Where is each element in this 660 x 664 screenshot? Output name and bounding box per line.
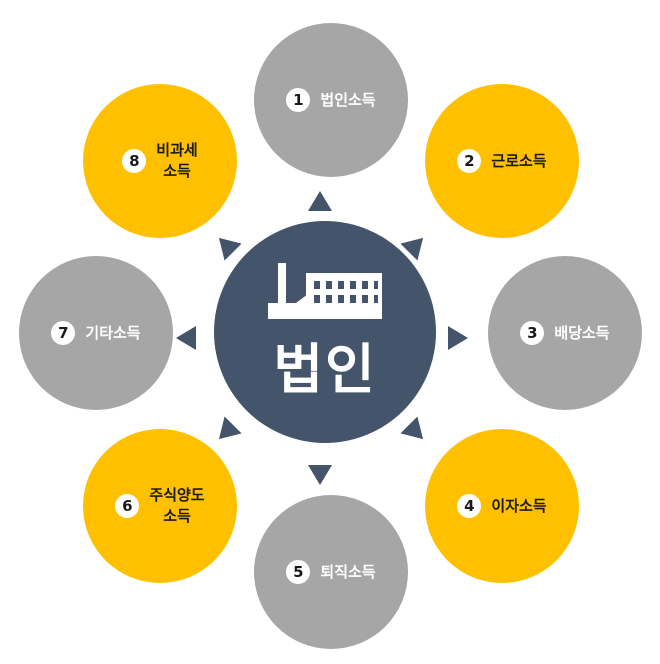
item-1-circle: 1 법인소득 <box>254 23 408 177</box>
center-label: 법인 <box>273 337 377 401</box>
item-label: 퇴직소득 <box>320 562 376 581</box>
arrow-down-right <box>400 416 432 448</box>
arrow-down <box>308 465 332 485</box>
item-number: 4 <box>457 494 482 518</box>
item-label: 기타소득 <box>85 323 141 342</box>
arrow-up-left <box>210 229 242 261</box>
item-3-circle: 3 배당소득 <box>488 256 642 410</box>
item-number: 6 <box>115 494 140 518</box>
item-8-circle: 8 비과세 소득 <box>83 84 237 238</box>
item-label: 법인소득 <box>320 90 376 109</box>
center-circle: 법인 <box>214 221 436 443</box>
arrow-up <box>308 191 332 211</box>
item-number: 8 <box>122 149 147 173</box>
item-label: 주식양도 소득 <box>149 486 205 525</box>
item-label: 근로소득 <box>491 151 547 170</box>
item-number: 3 <box>520 321 545 345</box>
item-label: 비과세 소득 <box>156 141 198 180</box>
item-number: 1 <box>286 88 311 112</box>
item-label: 이자소득 <box>491 496 547 515</box>
arrow-right <box>448 326 468 350</box>
item-number: 5 <box>286 560 311 584</box>
item-5-circle: 5 퇴직소득 <box>254 495 408 649</box>
factory-icon <box>268 262 382 319</box>
arrow-down-left <box>210 416 242 448</box>
item-label: 배당소득 <box>554 323 610 342</box>
item-6-circle: 6 주식양도 소득 <box>83 429 237 583</box>
item-7-circle: 7 기타소득 <box>19 256 173 410</box>
item-4-circle: 4 이자소득 <box>425 429 579 583</box>
item-2-circle: 2 근로소득 <box>425 84 579 238</box>
arrow-left <box>176 326 196 350</box>
item-number: 2 <box>457 149 482 173</box>
item-number: 7 <box>51 321 76 345</box>
